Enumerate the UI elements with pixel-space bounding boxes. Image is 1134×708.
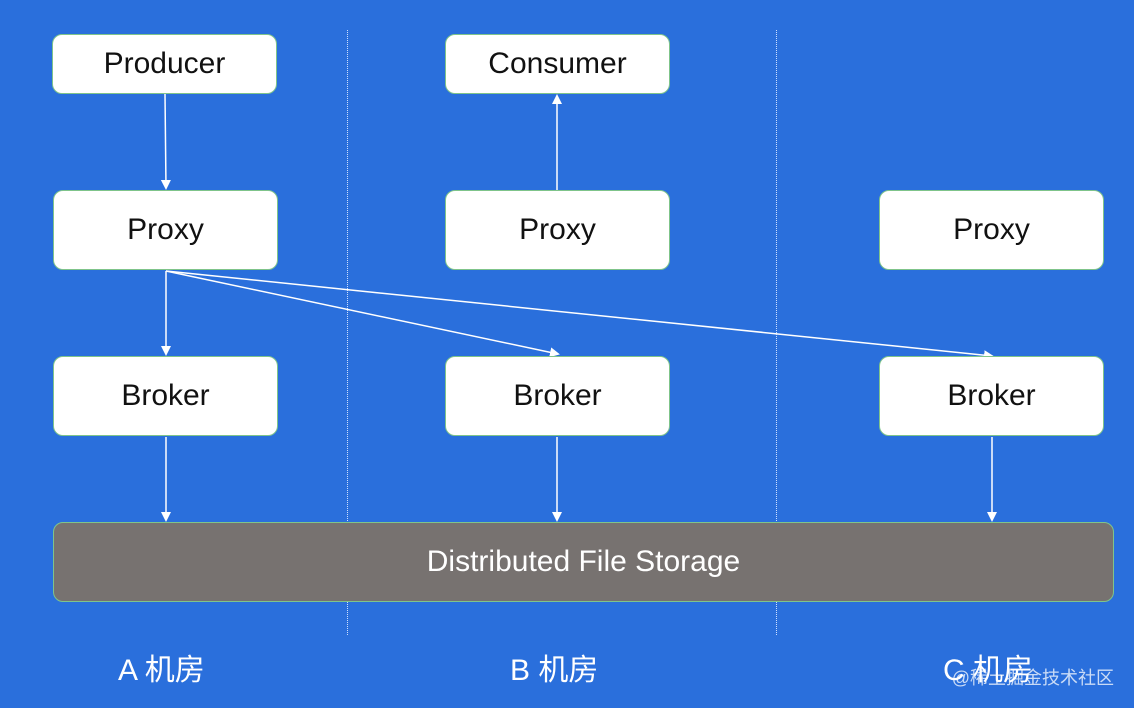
edge-proxy-a-broker-b bbox=[165, 270, 560, 358]
zone-divider-bc bbox=[776, 30, 777, 635]
broker-c-node: Broker bbox=[879, 356, 1104, 436]
zone-label-c: C 机房 bbox=[943, 654, 1033, 687]
zone-label-b: B 机房 bbox=[510, 654, 599, 687]
zone-label-a: A 机房 bbox=[118, 654, 205, 687]
producer-node: Producer bbox=[52, 34, 277, 94]
distributed-file-storage: Distributed File Storage bbox=[53, 522, 1114, 602]
edge-proxy-a-broker-c bbox=[165, 270, 994, 361]
broker-a-node: Broker bbox=[53, 356, 278, 436]
broker-b-node: Broker bbox=[445, 356, 670, 436]
consumer-node: Consumer bbox=[445, 34, 670, 94]
watermark: @稀土掘金技术社区 bbox=[951, 668, 1114, 688]
proxy-b-node: Proxy bbox=[445, 190, 670, 270]
zone-divider-ab bbox=[347, 30, 348, 635]
proxy-c-node: Proxy bbox=[879, 190, 1104, 270]
proxy-a-node: Proxy bbox=[53, 190, 278, 270]
edge-producer-proxy-a bbox=[160, 93, 171, 190]
